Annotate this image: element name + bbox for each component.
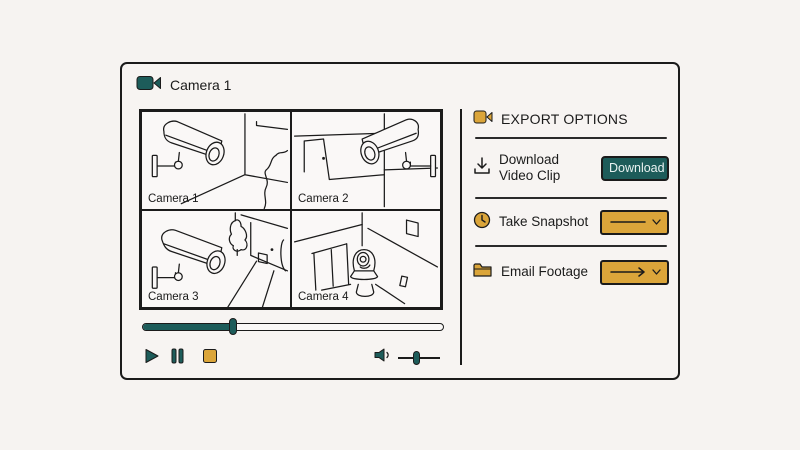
camera-label: Camera 4: [298, 291, 349, 303]
seek-thumb[interactable]: [229, 318, 237, 335]
arrow-right-icon: [610, 267, 645, 277]
chevron-down-icon: [652, 219, 661, 225]
export-row-label: Download Video Clip: [499, 152, 561, 183]
camera-label: Camera 3: [148, 291, 199, 303]
title-bar: Camera 1: [136, 74, 231, 96]
divider: [475, 137, 667, 139]
export-title: EXPORT OPTIONS: [501, 111, 628, 127]
camera-feed-4[interactable]: Camera 4: [291, 209, 441, 308]
camera-window: Camera 1 Camera 1: [120, 62, 680, 380]
playback-controls: [144, 348, 218, 369]
export-row-email: Email Footage: [473, 247, 669, 297]
chevron-down-icon: [652, 269, 661, 275]
dash-icon: [610, 221, 646, 223]
export-header: EXPORT OPTIONS: [473, 108, 669, 130]
pause-icon[interactable]: [170, 348, 186, 369]
dome-camera-icon: [293, 211, 439, 304]
download-icon: [473, 156, 491, 180]
export-row-snapshot: Take Snapshot: [473, 199, 669, 245]
camera-label: Camera 1: [148, 192, 199, 205]
folder-icon: [473, 262, 493, 283]
play-icon[interactable]: [144, 348, 160, 369]
volume-slider[interactable]: [398, 350, 440, 365]
seek-bar[interactable]: [142, 318, 444, 335]
seek-progress: [143, 324, 233, 330]
email-dropdown[interactable]: [600, 259, 669, 285]
divider: [475, 197, 667, 199]
window-title: Camera 1: [170, 77, 232, 93]
camera-feed-3[interactable]: Camera 3: [141, 209, 291, 308]
download-button[interactable]: Download: [601, 155, 669, 181]
export-row-label: Email Footage: [501, 264, 589, 279]
snapshot-dropdown[interactable]: [600, 209, 669, 235]
video-camera-icon: [473, 110, 493, 129]
stop-icon[interactable]: [202, 348, 218, 369]
camera-feed-2[interactable]: Camera 2: [291, 111, 441, 210]
export-row-label: Take Snapshot: [499, 214, 589, 229]
volume-thumb[interactable]: [413, 350, 420, 365]
bullet-camera-icon: [151, 113, 289, 209]
export-panel: EXPORT OPTIONS Download Video Clip Downl…: [473, 108, 669, 297]
export-row-download: Download Video Clip Download: [473, 139, 669, 197]
clock-icon: [473, 211, 491, 234]
speaker-icon[interactable]: [374, 348, 392, 367]
volume-control: [374, 348, 440, 367]
panel-divider: [460, 109, 462, 365]
camera-feed-1[interactable]: Camera 1: [141, 111, 291, 210]
camera-label: Camera 2: [298, 192, 349, 205]
bullet-camera-icon: [293, 113, 439, 208]
video-camera-icon: [136, 75, 162, 96]
divider: [475, 245, 667, 247]
bullet-camera-icon: [151, 211, 289, 307]
camera-grid: Camera 1 Camera 2: [139, 109, 443, 310]
